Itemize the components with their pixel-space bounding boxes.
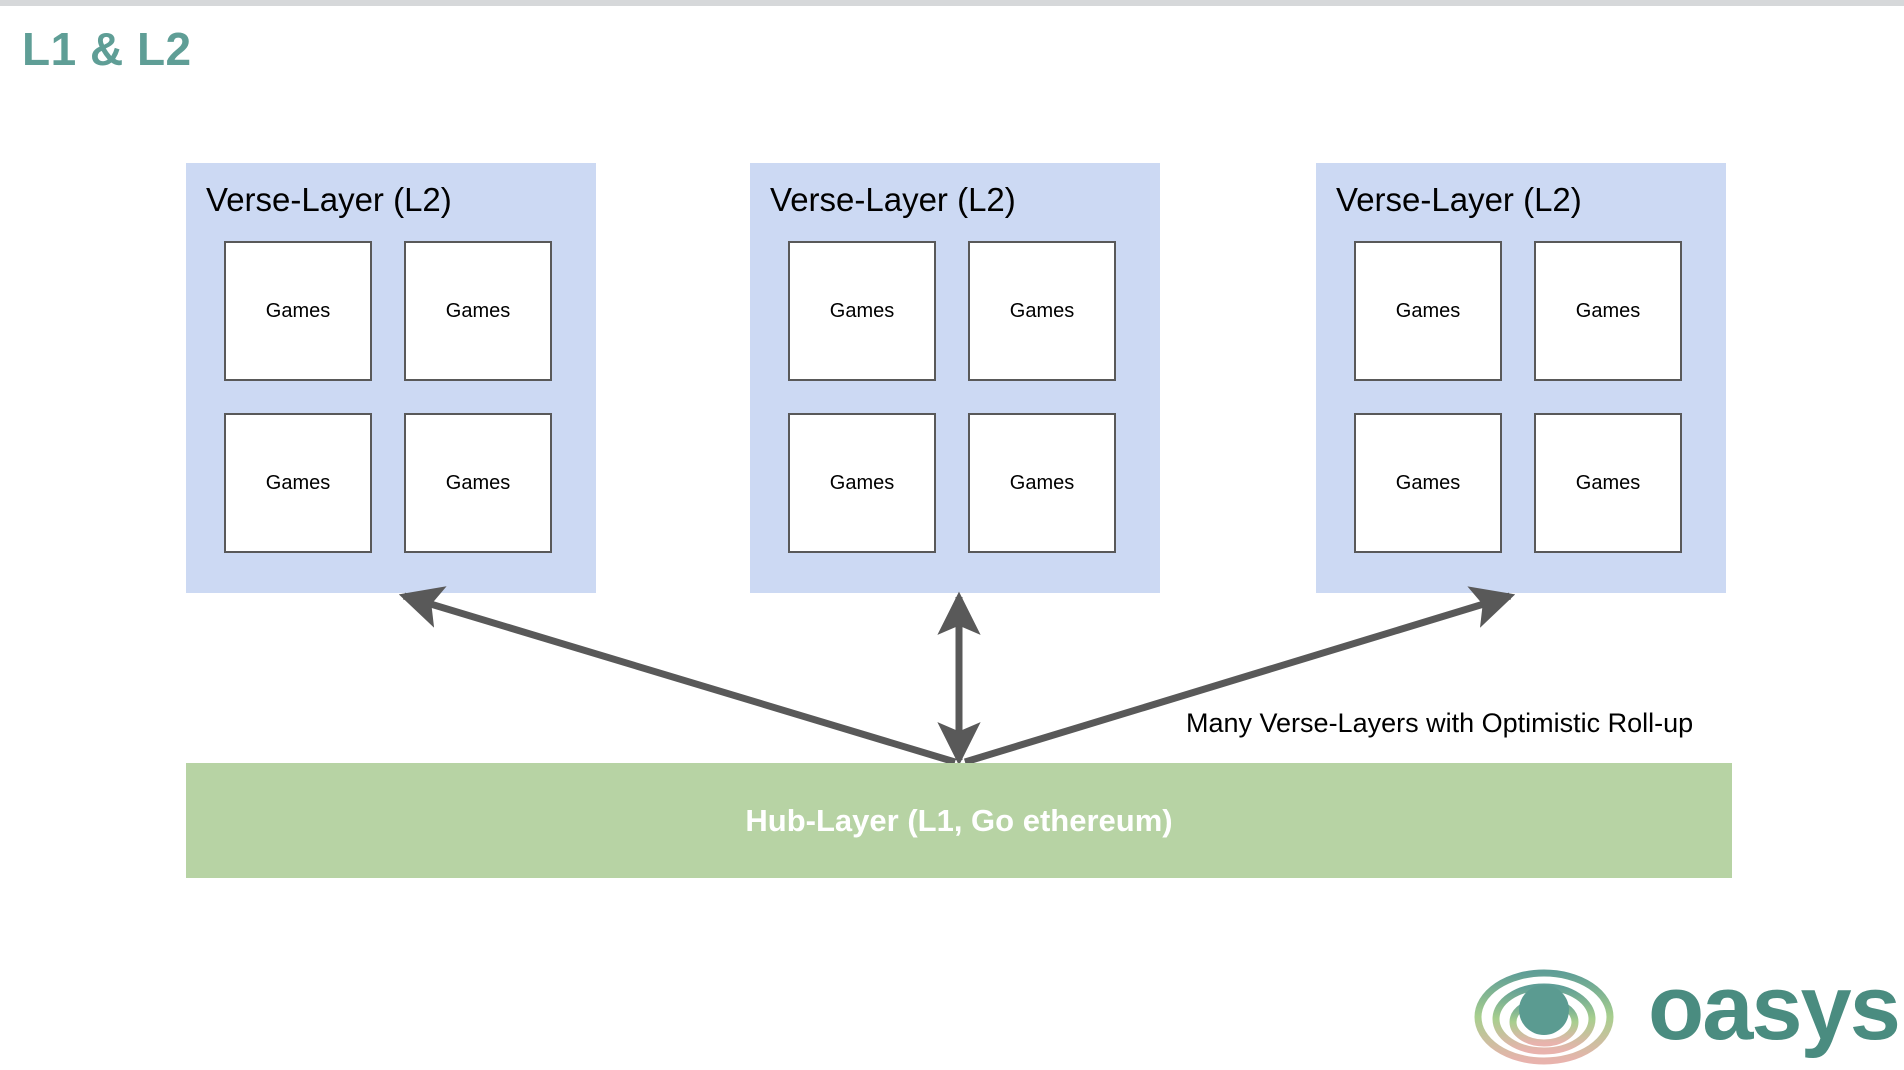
verse-layer-title: Verse-Layer (L2) — [770, 181, 1016, 218]
connector-left — [398, 586, 957, 766]
annotation-label: Many Verse-Layers with Optimistic Roll-u… — [1186, 708, 1694, 738]
hub-layer-label: Hub-Layer (L1, Go ethereum) — [745, 802, 1173, 838]
oasys-wordmark: oasys — [1648, 957, 1901, 1059]
game-box[interactable]: Games — [224, 241, 372, 381]
oasys-logo-mark-icon — [1474, 969, 1614, 1065]
hub-layer-bar: Hub-Layer (L1, Go ethereum) — [186, 763, 1732, 878]
game-box[interactable]: Games — [224, 413, 372, 553]
verse-layer-title: Verse-Layer (L2) — [1336, 181, 1582, 218]
game-box[interactable]: Games — [1534, 413, 1682, 553]
game-box[interactable]: Games — [968, 413, 1116, 553]
game-box[interactable]: Games — [1354, 413, 1502, 553]
game-box[interactable]: Games — [968, 241, 1116, 381]
game-box[interactable]: Games — [1354, 241, 1502, 381]
game-box[interactable]: Games — [404, 413, 552, 553]
game-box[interactable]: Games — [404, 241, 552, 381]
game-box[interactable]: Games — [788, 413, 936, 553]
game-box[interactable]: Games — [788, 241, 936, 381]
games-grid: Games Games Games Games — [788, 241, 1116, 553]
verse-layer-panel-3: Verse-Layer (L2) Games Games Games Games — [1316, 163, 1726, 593]
top-rule — [0, 0, 1904, 6]
verse-layer-panel-1: Verse-Layer (L2) Games Games Games Games — [186, 163, 596, 593]
game-box[interactable]: Games — [1534, 241, 1682, 381]
page-title: L1 & L2 — [22, 23, 192, 75]
games-grid: Games Games Games Games — [224, 241, 552, 553]
verse-layer-panel-2: Verse-Layer (L2) Games Games Games Games — [750, 163, 1160, 593]
games-grid: Games Games Games Games — [1354, 241, 1682, 553]
verse-layer-title: Verse-Layer (L2) — [206, 181, 452, 218]
